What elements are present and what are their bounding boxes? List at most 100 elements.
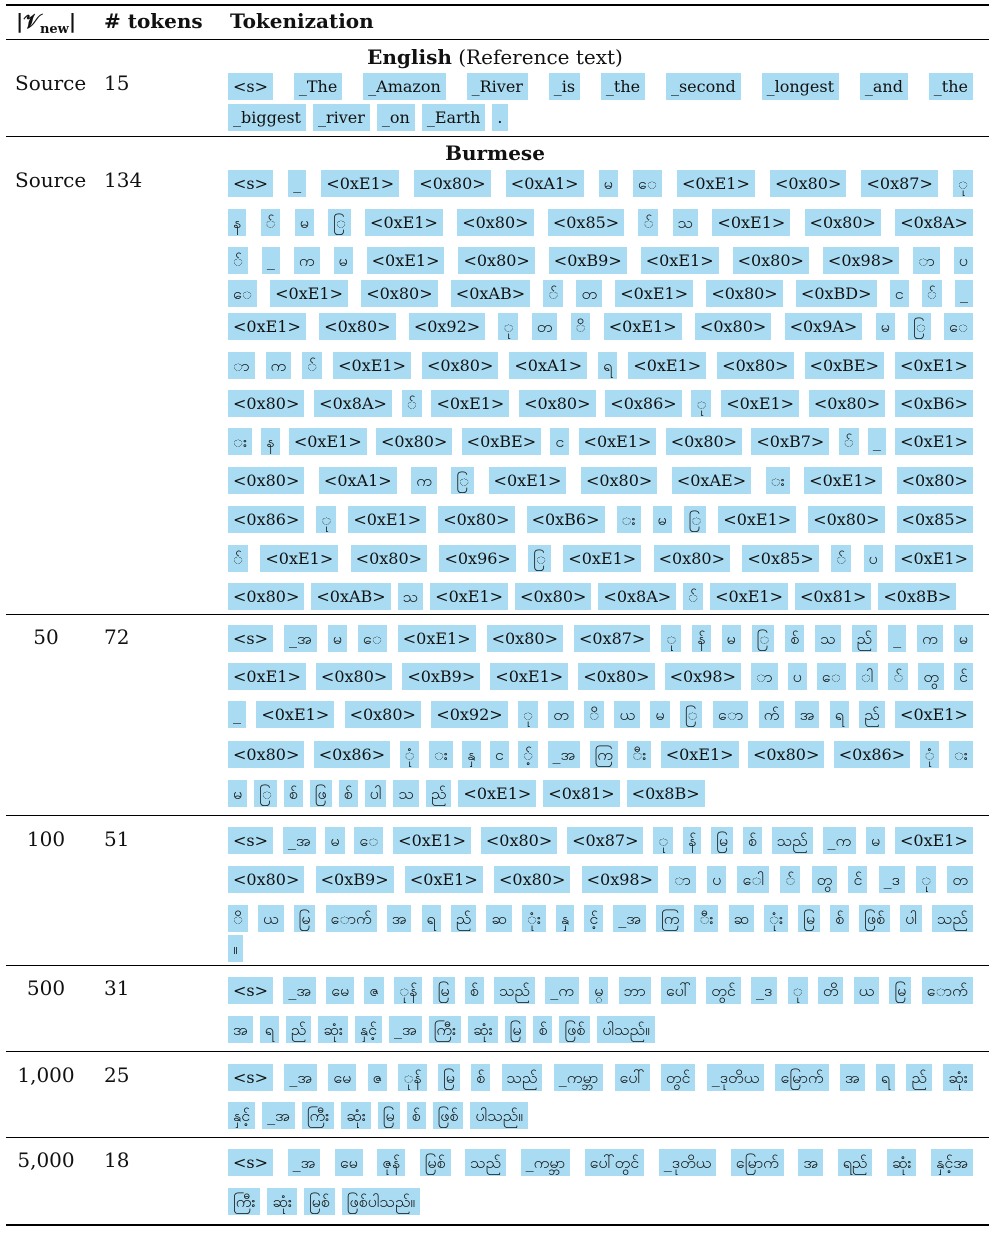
token: း — [616, 505, 641, 533]
token: <0xE1> — [895, 427, 973, 455]
token: ဖြစ် — [432, 1101, 464, 1129]
token: တွ — [918, 662, 944, 690]
token: <0x80> — [808, 389, 886, 417]
token: _ဒုတိယ — [706, 1063, 765, 1091]
token: ယ — [258, 904, 284, 932]
token: <0x81> — [794, 582, 872, 610]
row-vocab-size: 50 — [33, 625, 59, 649]
row-token-count: 134 — [104, 168, 143, 192]
token: မ — [875, 312, 895, 340]
row-token-count: 15 — [104, 71, 130, 95]
token-line: <0xE1><0x80><0xB9><0xE1><0x80><0x98>ာပေါ… — [228, 661, 973, 691]
token: ဆုံး — [886, 1148, 917, 1176]
token: မ — [325, 826, 345, 854]
token: <0xB9> — [548, 246, 627, 274]
token-line: မြစ်ဖြစ်ပါသည်<0xE1><0x81><0x8B> — [228, 778, 973, 808]
token: <0x80> — [228, 389, 305, 417]
row-vocab-size: 100 — [26, 827, 66, 851]
token: မ — [228, 779, 248, 807]
token: ောက် — [921, 976, 973, 1004]
token: မြ — [377, 1101, 400, 1129]
token: စ် — [464, 976, 484, 1004]
token: <0xE1> — [288, 427, 367, 455]
token: _က — [822, 826, 857, 854]
token: <0x80> — [665, 427, 743, 455]
token: <0x87> — [573, 624, 651, 652]
token: မ္ — [589, 976, 609, 1004]
token: စ် — [283, 779, 303, 807]
token: ြ — [451, 466, 474, 494]
tokenization-header: Tokenization — [230, 9, 374, 33]
token: ဆ — [728, 904, 755, 932]
token: <0xE1> — [578, 427, 657, 455]
row-separator — [6, 136, 989, 137]
token: က — [917, 624, 943, 652]
token: န — [261, 427, 280, 455]
token: ရည် — [837, 1148, 873, 1176]
token: တိ — [817, 976, 844, 1004]
token-line: ်_ကမ<0xE1><0x80><0xB9><0xE1><0x80><0x98>… — [228, 245, 973, 275]
token: ် — [543, 279, 564, 307]
token: <0x86> — [228, 505, 305, 533]
token: မေ — [328, 1063, 357, 1091]
token: ။ — [228, 934, 243, 962]
token: ဖြ — [309, 779, 332, 807]
token: သည် — [771, 826, 813, 854]
vocab-size-subscript: new — [39, 22, 69, 37]
token: ြ — [328, 208, 351, 236]
token: ် — [228, 544, 248, 572]
token: အ — [386, 904, 412, 932]
token: နှ — [462, 740, 481, 768]
token: <0x80> — [414, 169, 491, 197]
token: <0xE1> — [321, 169, 400, 197]
token: ာ — [913, 246, 940, 274]
bottom-rule — [6, 1224, 989, 1226]
token: . — [492, 103, 508, 131]
token: ကြီး — [228, 1187, 261, 1215]
token: စ် — [471, 1063, 491, 1091]
token: သည် — [494, 976, 536, 1004]
token: မေ — [326, 976, 355, 1004]
token: <0xE1> — [228, 662, 306, 690]
token: သ — [672, 208, 699, 236]
token: <0xE1> — [712, 208, 791, 236]
token: အ — [794, 700, 820, 728]
token: _က — [545, 976, 579, 1004]
token-line: <0xE1><0x80><0x92>ုတိ<0xE1><0x80><0x9A>မ… — [228, 311, 973, 341]
token: <0x80> — [515, 582, 592, 610]
token: ပေါ် — [660, 976, 696, 1004]
token: <0xE1> — [431, 389, 510, 417]
token: _ဒ — [878, 865, 905, 893]
token: က — [293, 246, 320, 274]
token: <s> — [228, 826, 274, 854]
token: ေ — [632, 169, 662, 197]
token: <0x80> — [457, 208, 534, 236]
token: <0xE1> — [365, 208, 443, 236]
token: ် — [838, 427, 859, 455]
token-line: <0x80><0x86>ုံးနှင့်_အကြီး<0xE1><0x80><0… — [228, 739, 973, 769]
token: <0x80> — [896, 466, 973, 494]
token-line: ေ<0xE1><0x80><0xAB>်တ<0xE1><0x80><0xBD>င… — [228, 278, 973, 308]
row-separator — [6, 965, 989, 966]
token: င် — [848, 865, 868, 893]
token: <0x80> — [361, 279, 438, 307]
token: <0xE1> — [721, 389, 800, 417]
token: <0xE1> — [603, 312, 682, 340]
token: <0xBE> — [804, 351, 884, 379]
token: ဆုံး — [267, 1187, 297, 1215]
token: ဇ — [367, 1063, 388, 1091]
token: <0x8A> — [895, 208, 973, 236]
token-line: <s>_<0xE1><0x80><0xA1>မေ<0xE1><0x80><0x8… — [228, 168, 973, 198]
token: ရ — [598, 351, 618, 379]
token: _ — [288, 169, 307, 197]
token: <0xBD> — [795, 279, 877, 307]
token: ာ — [228, 351, 255, 379]
token: စ် — [830, 904, 850, 932]
token: ုံး — [764, 904, 789, 932]
row-token-count: 51 — [104, 827, 130, 851]
token: _အ — [283, 976, 316, 1004]
token: ် — [831, 544, 852, 572]
token: ပ — [787, 662, 807, 690]
token: ိ — [228, 904, 248, 932]
token: _longest — [761, 72, 840, 100]
